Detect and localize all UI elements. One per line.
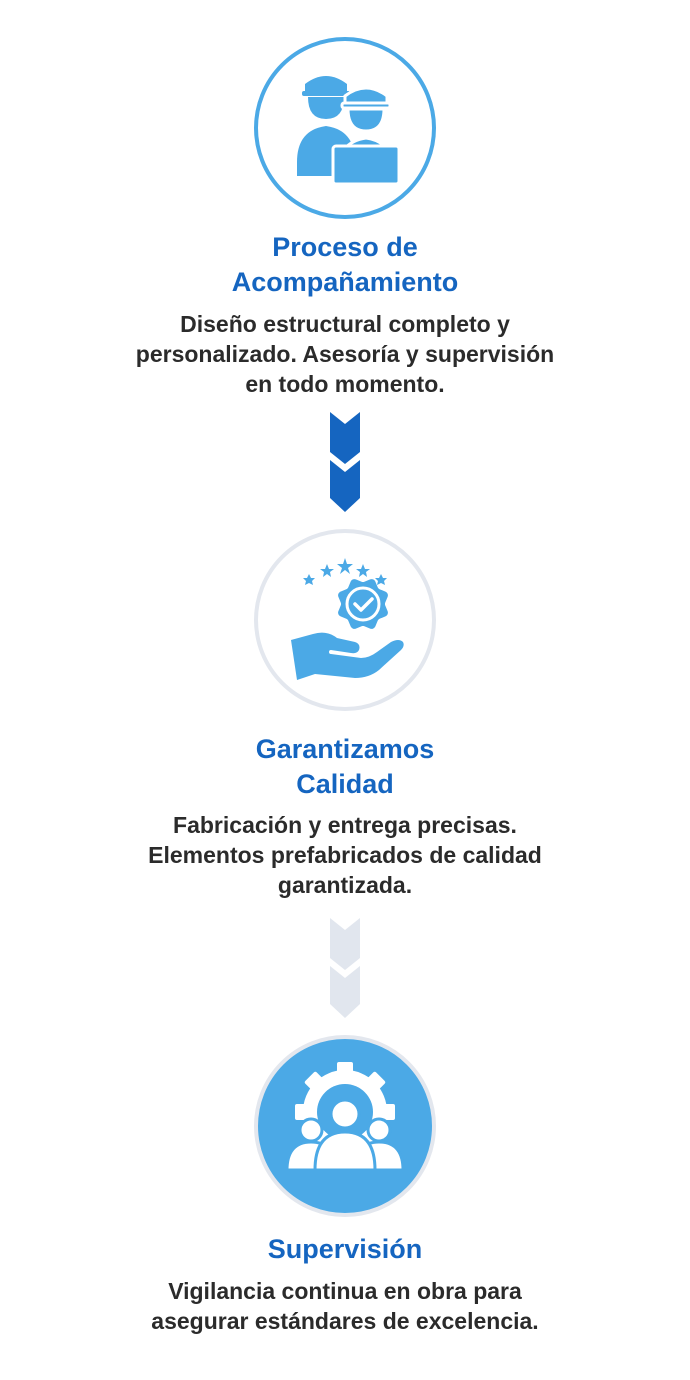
step-2-title: Garantizamos Calidad xyxy=(0,732,690,802)
connector-arrow-inactive xyxy=(328,918,362,1018)
step-2-title-line-2: Calidad xyxy=(296,769,394,799)
step-2-title-line-1: Garantizamos xyxy=(255,734,435,764)
chevron-down-icon xyxy=(330,918,360,1018)
step-1-title-line-1: Proceso de xyxy=(272,232,418,262)
step-2-desc-line-3: garantizada. xyxy=(277,872,413,898)
team-gear-icon xyxy=(254,1035,436,1217)
connector-arrow-active xyxy=(328,412,362,512)
chevron-down-icon xyxy=(330,412,360,512)
step-3-desc-line-2: asegurar estándares de excelencia. xyxy=(151,1308,539,1334)
step-3-description: Vigilancia continua en obra para asegura… xyxy=(60,1276,630,1336)
step-1-description: Diseño estructural completo y personaliz… xyxy=(60,309,630,399)
step-2-icon-circle xyxy=(253,528,437,712)
step-3-icon-circle xyxy=(253,1034,437,1218)
step-1-desc-line-2: personalizado. Asesoría y supervisión xyxy=(135,341,555,367)
step-1-desc-line-1: Diseño estructural completo y xyxy=(180,311,510,337)
step-3-desc-line-1: Vigilancia continua en obra para xyxy=(168,1278,522,1304)
step-2-desc-line-1: Fabricación y entrega precisas. xyxy=(173,812,517,838)
workers-icon xyxy=(254,37,436,219)
step-1-icon-circle xyxy=(253,36,437,220)
step-3-title: Supervisión xyxy=(0,1232,690,1267)
step-1-title: Proceso de Acompañamiento xyxy=(0,230,690,300)
step-1-desc-line-3: en todo momento. xyxy=(245,371,445,397)
quality-hand-icon xyxy=(254,529,436,711)
step-1-title-line-2: Acompañamiento xyxy=(231,267,459,297)
step-2-description: Fabricación y entrega precisas. Elemento… xyxy=(60,810,630,900)
step-2-desc-line-2: Elementos prefabricados de calidad xyxy=(148,842,542,868)
step-3-title-line-1: Supervisión xyxy=(267,1234,423,1264)
